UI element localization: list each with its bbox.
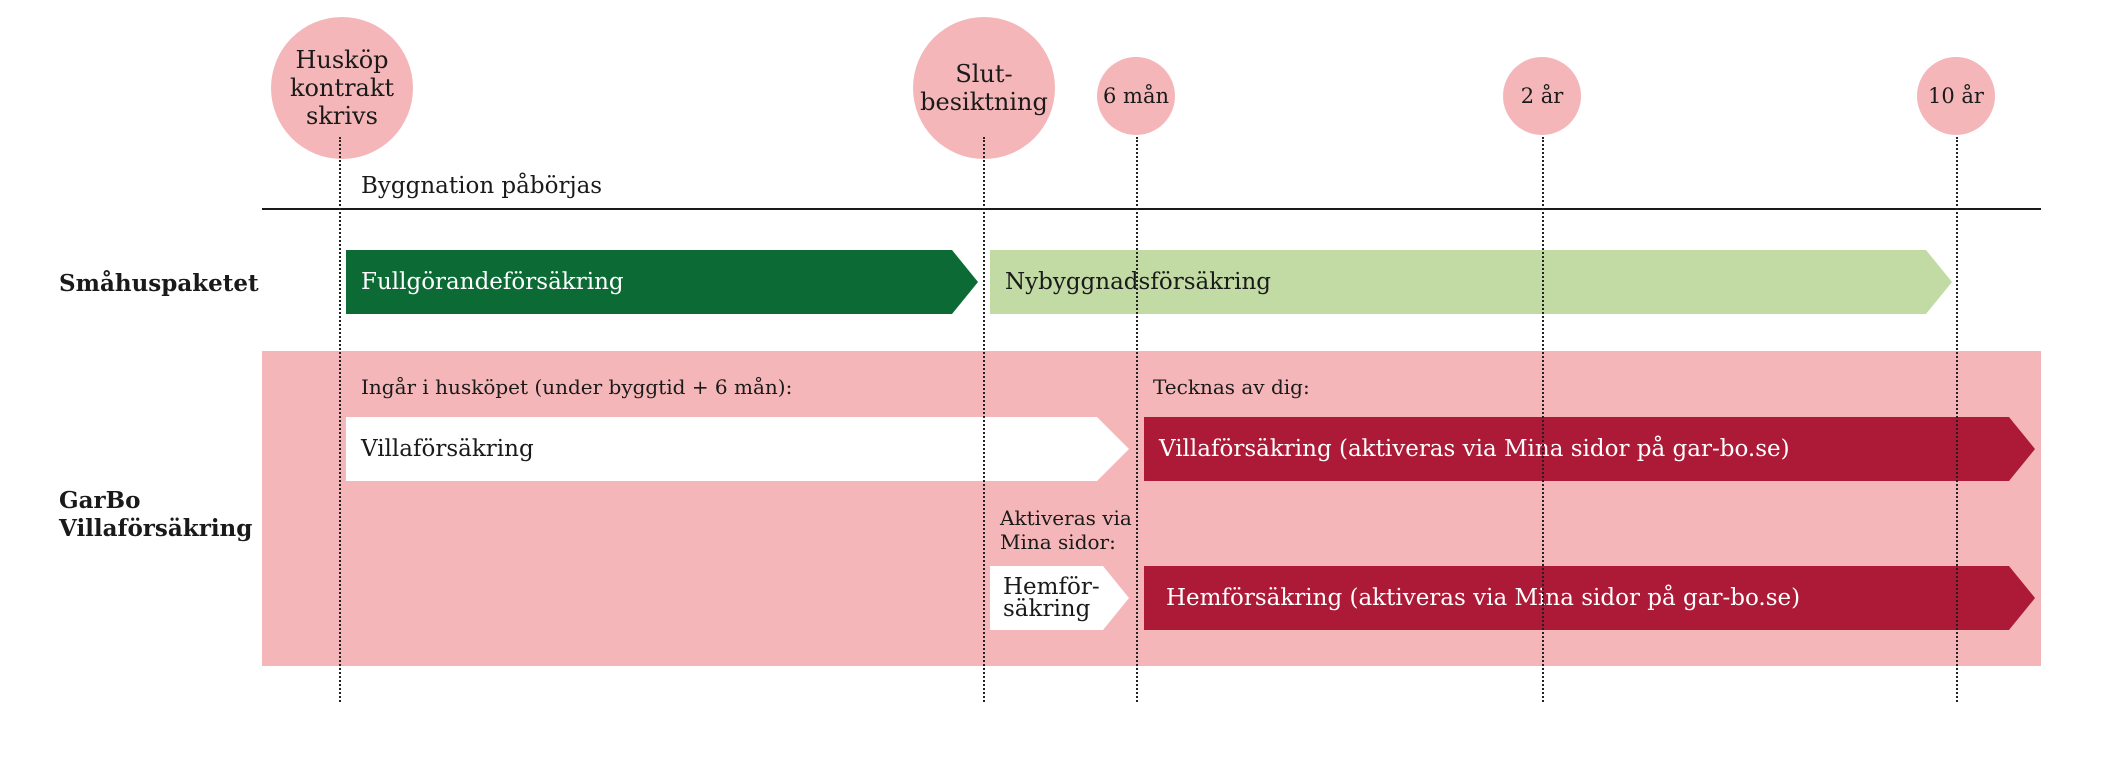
milestone-label: Slut- besiktning (920, 60, 1048, 116)
bar-label: Fullgörandeförsäkring (361, 269, 624, 295)
row-label-smahuspaketet: Småhuspaketet (59, 270, 259, 297)
bar-villaforsakring-included: Villaförsäkring (346, 417, 1129, 481)
milestone-label: 6 mån (1103, 84, 1169, 108)
bar-hemforsakring-short: Hemför- säkring (990, 566, 1129, 630)
bar-fullgorandeforsakring: Fullgörandeförsäkring (346, 250, 978, 314)
note-tecknas-av-dig: Tecknas av dig: (1153, 375, 1310, 399)
bar-hemforsakring-self: Hemförsäkring (aktiveras via Mina sidor … (1144, 566, 2035, 630)
milestone-10-ar: 10 år (1917, 57, 1995, 135)
bar-label: Hemförsäkring (aktiveras via Mina sidor … (1166, 585, 1801, 611)
milestone-label: 2 år (1520, 84, 1564, 108)
bar-label: Villaförsäkring (361, 436, 534, 462)
milestone-label: Husköp kontrakt skrivs (289, 46, 395, 130)
row-label-garbo-villaforsakring: GarBo Villaförsäkring (59, 487, 253, 542)
timeline-axis-line (262, 208, 2041, 210)
milestone-2-ar: 2 år (1503, 57, 1581, 135)
guide-line-2-ar (1542, 137, 1544, 702)
milestone-huskop-kontrakt: Husköp kontrakt skrivs (271, 17, 413, 159)
bar-label: Villaförsäkring (aktiveras via Mina sido… (1159, 436, 1790, 462)
bar-villaforsakring-self: Villaförsäkring (aktiveras via Mina sido… (1144, 417, 2035, 481)
bar-label: Hemför- säkring (1003, 574, 1100, 622)
guide-line-6-man (1136, 137, 1138, 702)
bar-label: Nybyggnadsförsäkring (1005, 269, 1272, 295)
note-ingar-i-huskopet: Ingår i husköpet (under byggtid + 6 mån)… (361, 375, 793, 399)
guide-line-10-ar (1956, 137, 1958, 702)
note-aktiveras-via-mina-sidor: Aktiveras via Mina sidor: (1000, 506, 1132, 554)
milestone-slutbesiktning: Slut- besiktning (913, 17, 1055, 159)
guide-line-huskop (339, 137, 341, 702)
timeline-start-label: Byggnation påbörjas (361, 173, 603, 199)
bar-nybyggnadsforsakring: Nybyggnadsförsäkring (990, 250, 1952, 314)
milestone-6-man: 6 mån (1097, 57, 1175, 135)
guide-line-slutbesiktning (983, 137, 985, 702)
milestone-label: 10 år (1928, 84, 1984, 108)
